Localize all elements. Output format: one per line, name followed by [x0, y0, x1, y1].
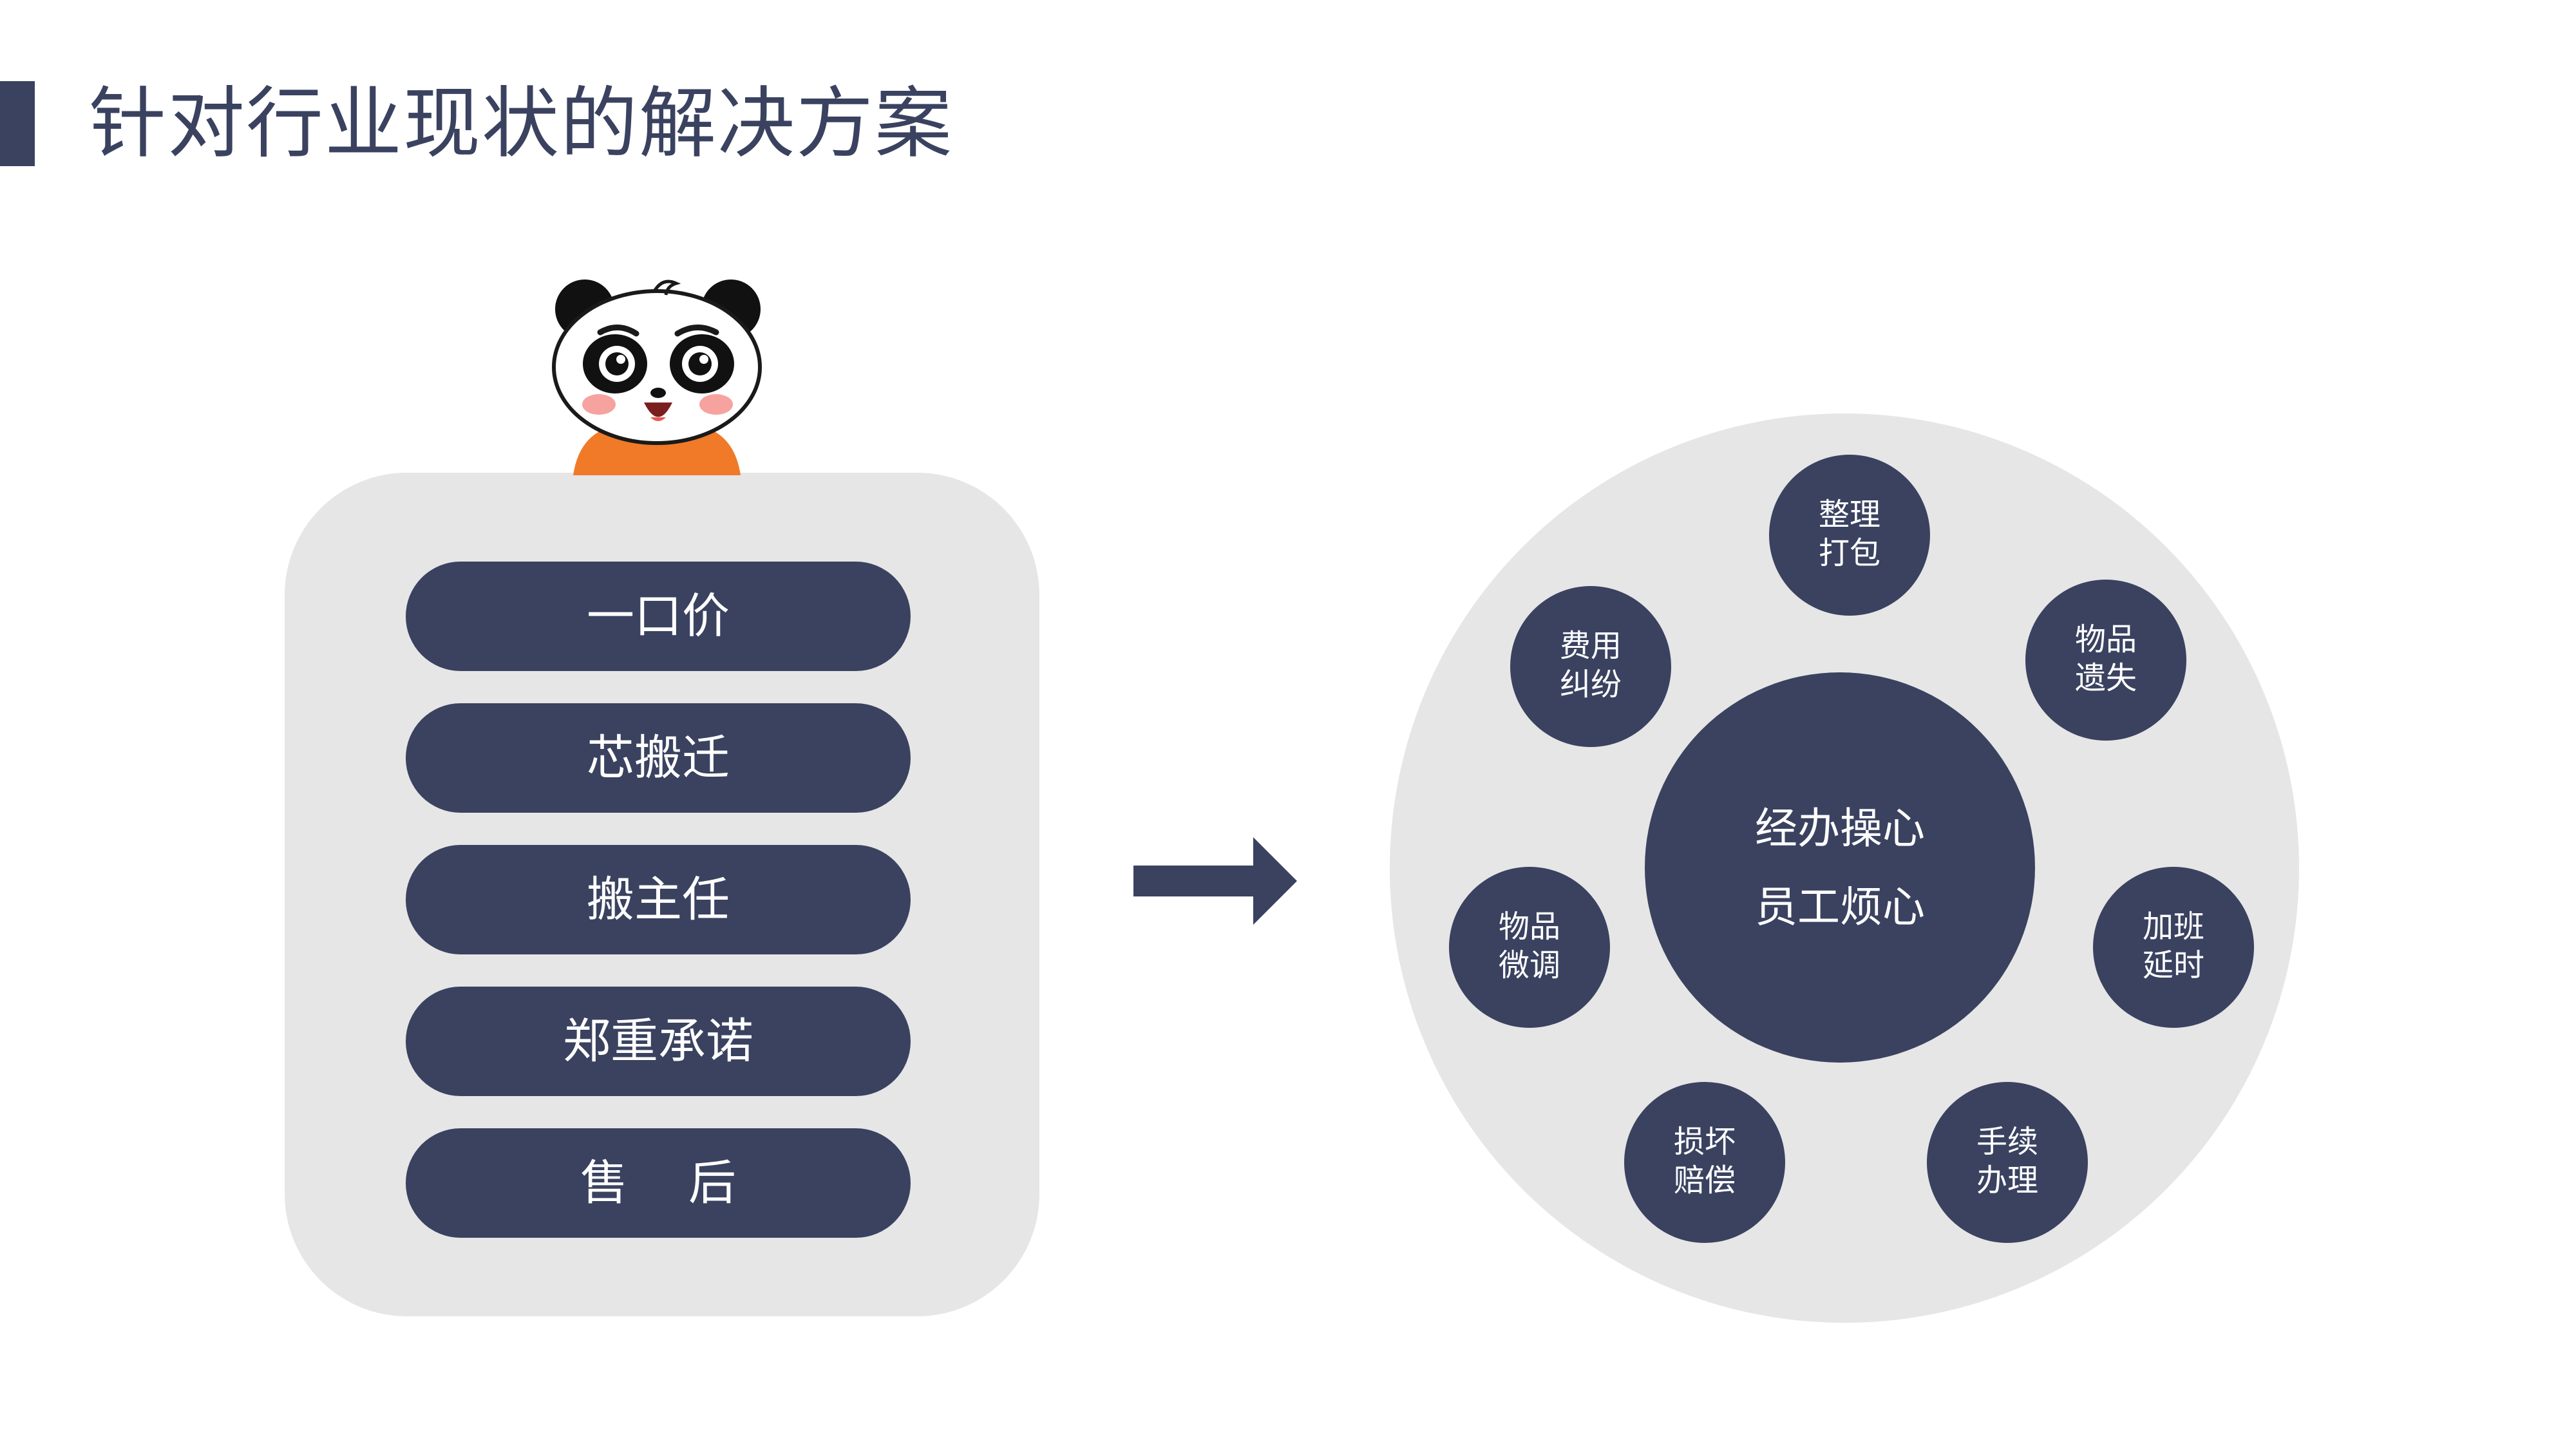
core-line-1: 经办操心	[1755, 804, 1925, 853]
node-line-2: 办理	[1976, 1162, 2038, 1198]
node-line-1: 加班	[2142, 909, 2204, 945]
node-paperwork: 手续 办理	[1927, 1082, 2088, 1243]
node-line-2: 赔偿	[1673, 1162, 1736, 1198]
node-damage-compensation: 损坏 赔偿	[1624, 1082, 1785, 1243]
node-fee-dispute: 费用 纠纷	[1510, 586, 1671, 747]
list-item-core-moving: 芯搬迁	[406, 703, 911, 813]
slide-title: 针对行业现状的解决方案	[89, 79, 953, 169]
node-line-1: 物品	[2074, 621, 2137, 658]
node-line-1: 费用	[1559, 628, 1622, 664]
list-item-after-sales: 售 后	[406, 1128, 911, 1238]
panda-mascot-icon	[552, 279, 762, 475]
node-line-1: 整理	[1818, 497, 1880, 533]
title-accent-bar	[0, 81, 35, 166]
node-lost-items: 物品 遗失	[2025, 580, 2186, 741]
list-item-move-supervisor: 搬主任	[406, 845, 911, 954]
node-line-1: 物品	[1498, 909, 1560, 945]
node-line-2: 延时	[2142, 947, 2204, 983]
node-item-adjust: 物品 微调	[1449, 867, 1610, 1028]
core-line-2: 员工烦心	[1755, 882, 1925, 932]
node-line-2: 纠纷	[1559, 667, 1622, 703]
arrow-right-icon	[1133, 837, 1297, 925]
node-packing: 整理 打包	[1769, 455, 1930, 616]
node-line-2: 微调	[1498, 947, 1560, 983]
list-item-solemn-promise: 郑重承诺	[406, 987, 911, 1096]
list-item-one-price: 一口价	[406, 562, 911, 671]
node-overtime: 加班 延时	[2093, 867, 2254, 1028]
node-line-1: 损坏	[1673, 1124, 1736, 1160]
core-circle: 经办操心 员工烦心	[1645, 672, 2035, 1063]
node-line-2: 遗失	[2074, 660, 2137, 696]
node-line-1: 手续	[1976, 1124, 2038, 1160]
node-line-2: 打包	[1818, 535, 1880, 571]
